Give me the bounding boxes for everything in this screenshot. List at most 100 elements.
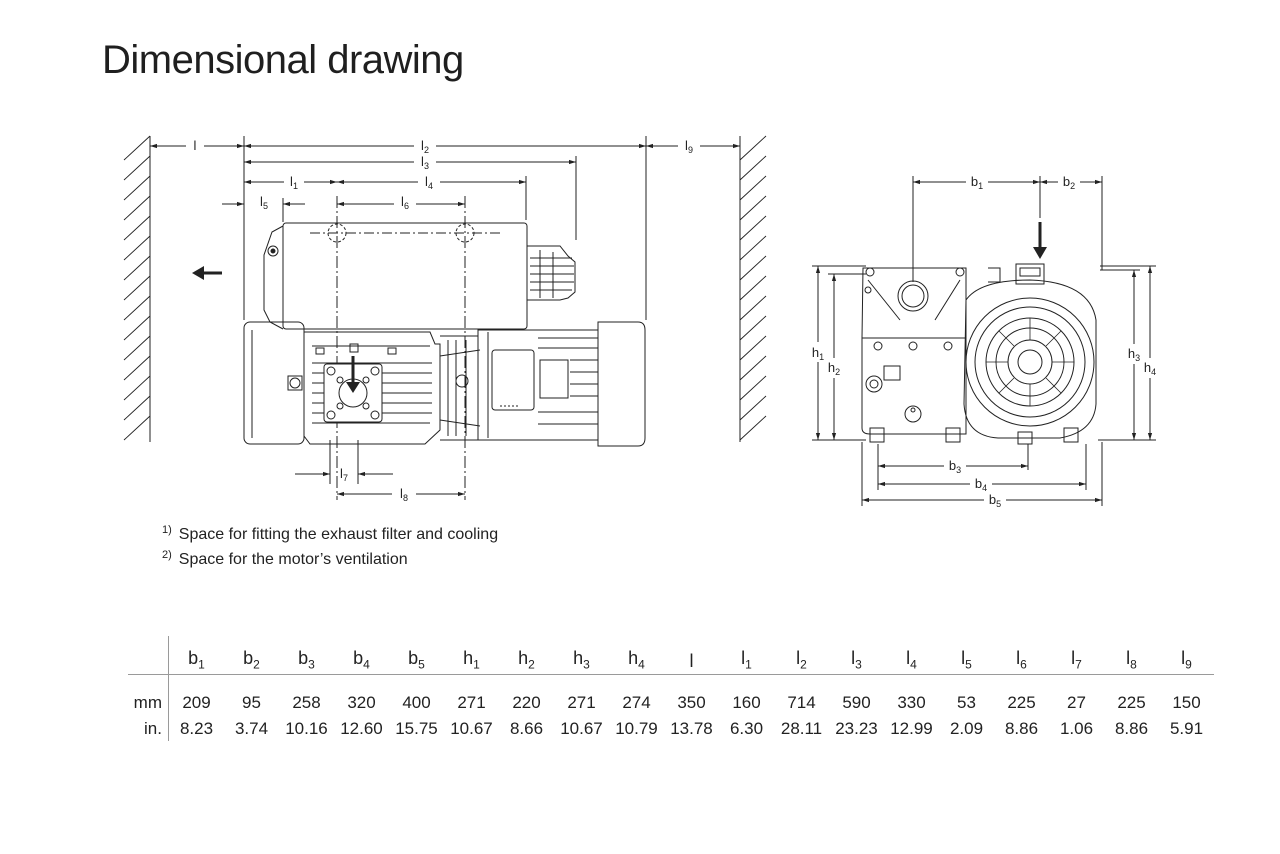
column-subscript: 1	[745, 658, 752, 672]
cell-inch: 13.78	[670, 719, 713, 738]
column-subscript: 2	[253, 658, 260, 672]
column-symbol: l	[906, 648, 911, 669]
cell-mm: 220	[512, 693, 541, 712]
column-symbol: l	[689, 651, 694, 671]
side-dimensions	[149, 136, 741, 497]
column-header: l	[664, 636, 719, 675]
cell-mm: 150	[1172, 693, 1201, 712]
cell-inch: 8.86	[1004, 719, 1039, 738]
footnote-text: Space for fitting the exhaust filter and…	[178, 526, 499, 543]
column-symbol: l	[741, 648, 746, 669]
cell-mm: 53	[957, 693, 976, 712]
column-header: l3	[829, 636, 884, 675]
column-subscript: 6	[1020, 658, 1027, 672]
motor-fan-housing	[963, 263, 1097, 445]
dim-label-b2: b2	[1063, 174, 1075, 191]
footnote-marker: 1)	[162, 524, 172, 536]
column-symbol: h	[518, 648, 529, 669]
cell-inch: 1.06	[1059, 719, 1094, 738]
dim-label-l9: l9	[685, 138, 693, 155]
column-symbol: b	[353, 648, 364, 669]
dim-label-h4: h4	[1144, 360, 1156, 377]
pump-end-housing	[861, 267, 967, 443]
column-subscript: 3	[855, 658, 862, 672]
cell-mm: 95	[242, 693, 261, 712]
column-subscript: 4	[638, 658, 645, 672]
column-header: l2	[774, 636, 829, 675]
cell-mm: 209	[168, 674, 224, 717]
cell-inch: 12.60	[340, 719, 383, 738]
cell-mm: 330	[897, 693, 926, 712]
column-subscript: 9	[1185, 658, 1192, 672]
column-header: b2	[224, 636, 279, 675]
dim-label-h3: h3	[1128, 346, 1140, 363]
dim-label-l7: l7	[340, 466, 348, 483]
column-subscript: 8	[1130, 658, 1137, 672]
cell-mm: 160	[732, 693, 761, 712]
column-header: b5	[389, 636, 444, 675]
inlet-arrow-icon	[346, 356, 360, 393]
dim-label-b5: b5	[989, 492, 1001, 509]
cell-inch: 10.16	[285, 719, 328, 738]
cell-inch: 10.79	[615, 719, 658, 738]
dim-label-l1: l1	[290, 174, 298, 191]
column-subscript: 1	[198, 658, 205, 672]
column-symbol: b	[188, 648, 199, 669]
column-subscript: 3	[583, 658, 590, 672]
cell-inch: 28.11	[780, 719, 823, 738]
cell-inch: 8.23	[168, 717, 224, 741]
column-symbol: l	[1016, 648, 1021, 669]
column-header: l1	[719, 636, 774, 675]
cell-inch: 8.86	[1114, 719, 1149, 738]
dim-label-h2: h2	[828, 360, 840, 377]
column-subscript: 3	[308, 658, 315, 672]
column-symbol: h	[573, 648, 584, 669]
unit-label-mm: mm	[133, 693, 162, 712]
dim-label-b3: b3	[949, 458, 961, 475]
footnote-text: Space for the motor’s ventilation	[178, 551, 408, 568]
column-header: h3	[554, 636, 609, 675]
dim-label-l4: l4	[425, 174, 433, 191]
column-symbol: h	[463, 648, 474, 669]
cell-mm: 320	[347, 693, 376, 712]
pump-body	[243, 321, 481, 445]
column-symbol: l	[1126, 648, 1131, 669]
end-view: b1 b2 h1 h2 h3 h4 b3 b4 b5	[812, 174, 1156, 509]
motor	[477, 321, 646, 447]
exhaust-filter-housing	[263, 196, 576, 500]
dim-label-l2: l2	[421, 138, 429, 155]
right-wall-hatch	[739, 135, 767, 442]
cell-inch: 5.91	[1169, 719, 1204, 738]
column-header: l4	[884, 636, 939, 675]
column-header: h4	[609, 636, 664, 675]
table-header-corner	[128, 636, 169, 675]
page-title: Dimensional drawing	[102, 38, 464, 82]
left-wall-hatch	[123, 135, 151, 442]
cell-mm: 274	[622, 693, 651, 712]
column-subscript: 5	[418, 658, 425, 672]
column-header: l9	[1159, 636, 1214, 675]
cell-inch: 23.23	[835, 719, 878, 738]
cell-mm: 271	[567, 693, 596, 712]
cell-inch: 10.67	[560, 719, 603, 738]
cell-inch: 10.67	[450, 719, 493, 738]
cell-mm: 590	[842, 693, 871, 712]
column-symbol: b	[408, 648, 419, 669]
dim-label-l6: l6	[401, 194, 409, 211]
column-subscript: 7	[1075, 658, 1082, 672]
dim-label-h1: h1	[812, 345, 824, 362]
cell-inch: 8.66	[509, 719, 544, 738]
dim-label-l5: l5	[260, 194, 268, 211]
cell-inch: 6.30	[729, 719, 764, 738]
column-header: l6	[994, 636, 1049, 675]
dim-label-b4: b4	[975, 476, 987, 493]
column-header: b1	[168, 636, 224, 675]
end-inlet-arrow-icon	[1033, 222, 1047, 259]
side-view: l l2 l9 l3 l1 l4 l5 l6 l7 l8	[123, 135, 767, 503]
dim-label-b1: b1	[971, 174, 983, 191]
column-subscript: 5	[965, 658, 972, 672]
